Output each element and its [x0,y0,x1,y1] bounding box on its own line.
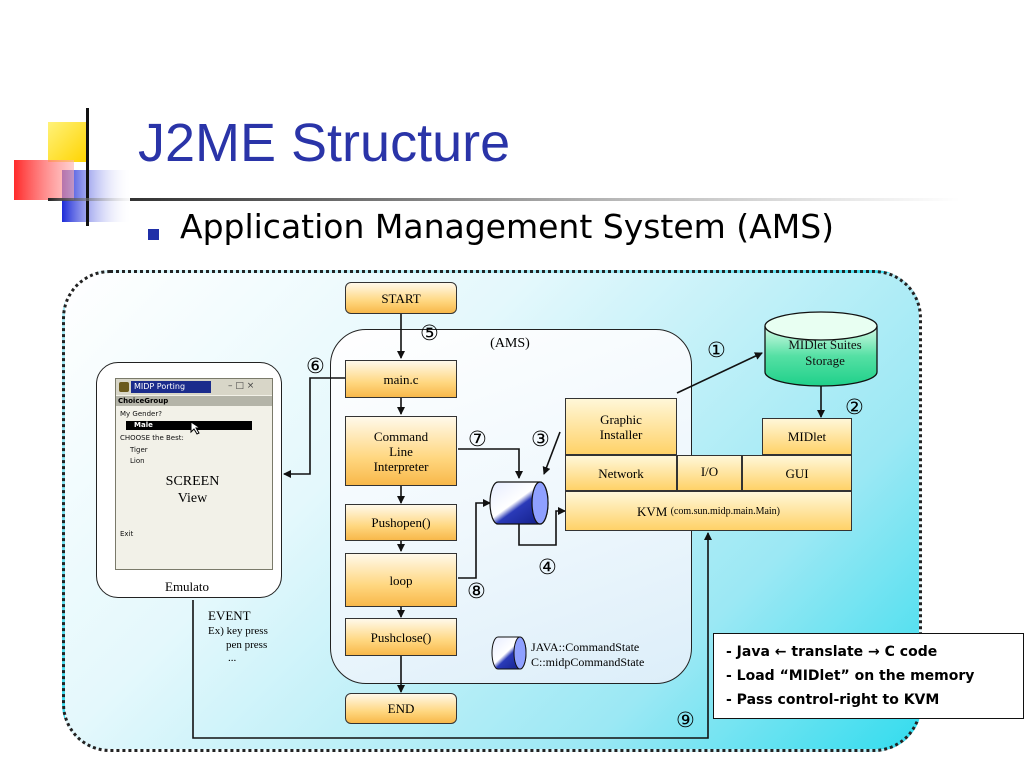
io-box: I/O [677,455,742,491]
step-3-marker: ③ [531,427,550,451]
kvm-box: KVM (com.sun.midp.main.Main) [565,491,852,531]
slide-decoration-logo [0,100,150,230]
installer-label-line2: Installer [599,426,643,442]
step-1-marker: ① [707,338,726,362]
midlet-storage-cylinder [764,311,878,387]
screen-view-line2: View [177,491,208,506]
pushclose-box: Pushclose() [345,618,457,656]
screen-view-line1: SCREEN [165,474,220,489]
emulator-option-1: Tiger [130,446,148,454]
pushopen-box: Pushopen() [345,504,457,541]
step-7-marker: ⑦ [468,427,487,451]
main-c-box: main.c [345,360,457,398]
slide-title: J2ME Structure [138,113,511,173]
emulator-question-1: My Gender? [120,410,162,418]
legend-line-2: C::midpCommandState [531,655,645,669]
step-9-marker: ⑨ [676,708,695,732]
emulator-question-2: CHOOSE the Best: [120,434,184,442]
command-state-cylinder [489,481,549,525]
loop-box: loop [345,553,457,607]
network-box: Network [565,455,677,491]
step-5-marker: ⑤ [420,321,439,345]
emulator-exit: Exit [120,530,134,538]
note-line-1: - Java ← translate → C code [726,644,938,660]
cli-label-line2: Line [389,443,413,459]
event-title: EVENT [208,608,251,623]
emulator-header: ChoiceGroup [116,396,272,406]
event-line-1: Ex) key press [208,625,268,637]
event-line-3: ... [228,652,237,664]
midlet-box: MIDlet [762,418,852,455]
emulator-selected-option: Male [126,421,252,430]
title-underline [130,198,960,201]
gui-box: GUI [742,455,852,491]
kvm-label: KVM [636,503,668,519]
emulator-label: Emulato [165,579,210,594]
cli-label-line1: Command [373,428,429,444]
step-6-marker: ⑥ [306,354,325,378]
emulator-screenshot: MIDP Porting – □ × ChoiceGroup My Gender… [115,378,273,570]
legend-line-1: JAVA::CommandState [531,640,640,654]
cli-label-line3: Interpreter [373,458,429,474]
installer-label-line1: Graphic [600,411,642,427]
bullet-text: Application Management System (AMS) [180,207,835,246]
emulator-option-2: Lion [130,457,145,465]
kvm-class-label: (com.sun.midp.main.Main) [670,505,781,517]
screen-view-label: SCREEN View [150,473,235,507]
note-line-2: - Load “MIDlet” on the memory [726,668,975,684]
ams-label: (AMS) [490,336,530,351]
emulator-app-icon [119,382,129,392]
legend-cylinder [491,636,527,670]
emulator-window-title: MIDP Porting [131,381,211,393]
storage-label-line1: MIDlet Suites [788,337,862,352]
bullet-square [148,229,159,240]
command-line-interpreter-box: Command Line Interpreter [345,416,457,486]
cursor-icon [190,421,202,440]
step-2-marker: ② [845,395,864,419]
graphic-installer-box: Graphic Installer [565,398,677,455]
step-4-marker: ④ [538,555,557,579]
step-8-marker: ⑧ [467,579,486,603]
end-node: END [345,693,457,724]
start-node: START [345,282,457,314]
notes-box: - Java ← translate → C code - Load “MIDl… [713,633,1024,719]
note-line-3: - Pass control-right to KVM [726,692,940,708]
storage-label: MIDlet Suites Storage [770,337,880,369]
window-controls-icon: – □ × [228,381,255,391]
storage-label-line2: Storage [805,353,845,368]
event-line-2: pen press [226,639,268,651]
